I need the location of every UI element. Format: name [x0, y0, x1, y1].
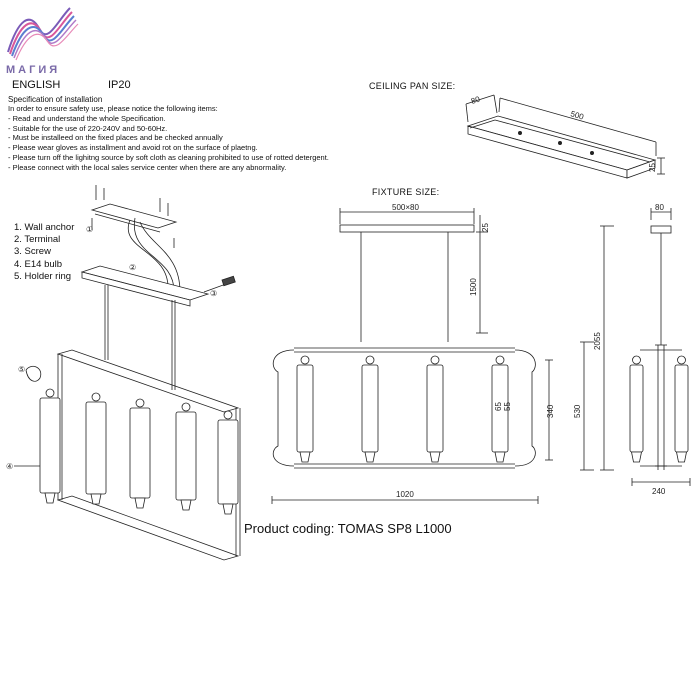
brand-logo	[7, 7, 79, 61]
ceiling-pan-title: CEILING PAN SIZE:	[369, 81, 456, 91]
callout-5: ⑤	[18, 365, 25, 374]
screw-group	[91, 185, 175, 248]
lamp-shade	[175, 402, 197, 511]
part-item: 2. Terminal	[14, 234, 61, 246]
canopy-size-label: 500×80	[392, 203, 419, 212]
part-item: 3. Screw	[14, 246, 51, 258]
pan-length-label: 500	[569, 109, 585, 121]
pan-width-label: 80	[470, 94, 482, 105]
lamp-shade	[85, 392, 107, 505]
callout-3: ③	[210, 289, 217, 298]
parts-list: 1. Wall anchor 2. Terminal 3. Screw 4. E…	[14, 222, 74, 283]
chain-length-label: 1500	[469, 278, 478, 296]
lamp-shade	[361, 355, 379, 463]
side-width-label: 240	[652, 487, 666, 496]
callout-4: ④	[6, 462, 13, 471]
instruction-line: In order to ensure safety use, please no…	[8, 104, 218, 113]
shade-height-label: 340	[546, 404, 555, 418]
callout-2: ②	[129, 263, 136, 272]
lamp-shade	[426, 355, 444, 463]
part-item: 1. Wall anchor	[14, 222, 75, 233]
product-coding: Product coding: TOMAS SP8 L1000	[244, 521, 452, 536]
shade-diameter-b-label: 55	[503, 402, 512, 411]
instruction-line: - Please wear gloves as installment and …	[8, 143, 258, 153]
lamp-shade	[674, 355, 689, 463]
part-item: 4. E14 bulb	[14, 258, 63, 270]
body-height-label: 530	[573, 404, 582, 418]
part-item: 5. Holder ring	[14, 270, 72, 282]
lamp-shade	[129, 398, 151, 509]
pan-height-label: 25	[648, 163, 657, 172]
callout-1: ①	[86, 225, 93, 234]
language-label: ENGLISH	[12, 79, 61, 91]
specification-title: Specification of installation	[8, 95, 103, 104]
lamp-shade	[629, 355, 644, 463]
ip-rating: IP20	[108, 79, 131, 91]
lamp-shade	[296, 355, 314, 463]
instruction-line: - Please connect with the local sales se…	[8, 162, 287, 172]
fixture-size-title: FIXTURE SIZE:	[372, 187, 440, 197]
fixture-width-label: 1020	[396, 490, 414, 499]
total-height-label: 2055	[593, 332, 602, 350]
instruction-list: In order to ensure safety use, please no…	[8, 104, 329, 173]
instruction-line: - Read and understand the whole Specific…	[8, 113, 166, 123]
lamp-shade	[491, 355, 509, 463]
canopy-height-label: 25	[481, 223, 490, 232]
instruction-line: - Suitable for the use of 220-240V and 5…	[8, 123, 168, 133]
instruction-line: - Must be installeed on the fixed places…	[8, 133, 223, 143]
instruction-line: - Please turn off the lighitng source by…	[8, 152, 329, 162]
shade-diameter-a-label: 65	[494, 402, 503, 411]
lamp-shade	[217, 410, 239, 515]
logo-text: МАГИЯ	[6, 64, 61, 76]
side-canopy-label: 80	[655, 203, 664, 212]
lamp-shade	[39, 388, 61, 504]
